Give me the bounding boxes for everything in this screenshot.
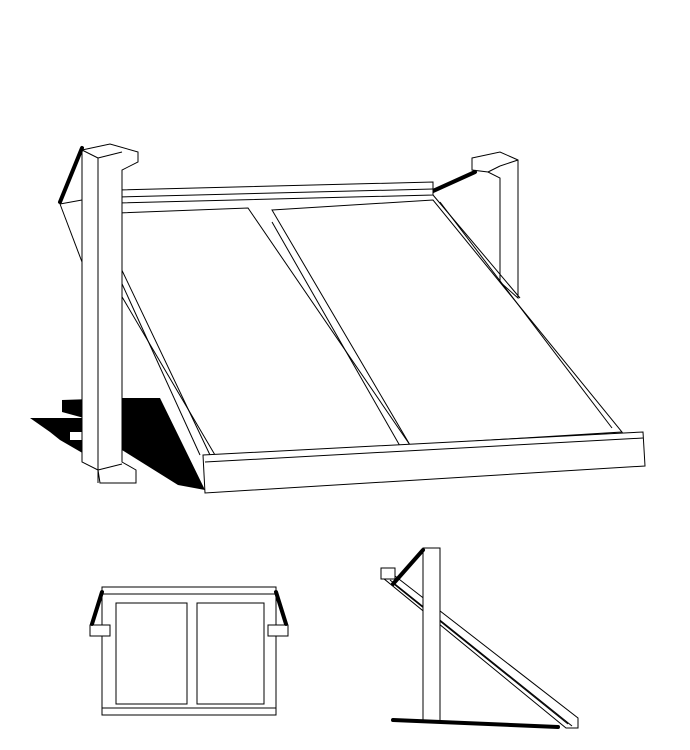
panel-left — [115, 602, 188, 705]
panel-right — [196, 602, 265, 705]
side-view — [380, 547, 579, 729]
front-view — [89, 586, 289, 716]
ground-line — [391, 718, 560, 729]
collector-panel-right — [271, 199, 624, 447]
perspective-view — [30, 143, 646, 494]
bracket-right — [267, 624, 289, 637]
top-bar — [117, 181, 521, 299]
right-brace — [431, 170, 477, 193]
front-bar — [202, 431, 646, 494]
left-post — [59, 143, 139, 484]
left-brace — [58, 146, 84, 204]
post — [422, 547, 441, 723]
bracket-left — [89, 624, 111, 637]
